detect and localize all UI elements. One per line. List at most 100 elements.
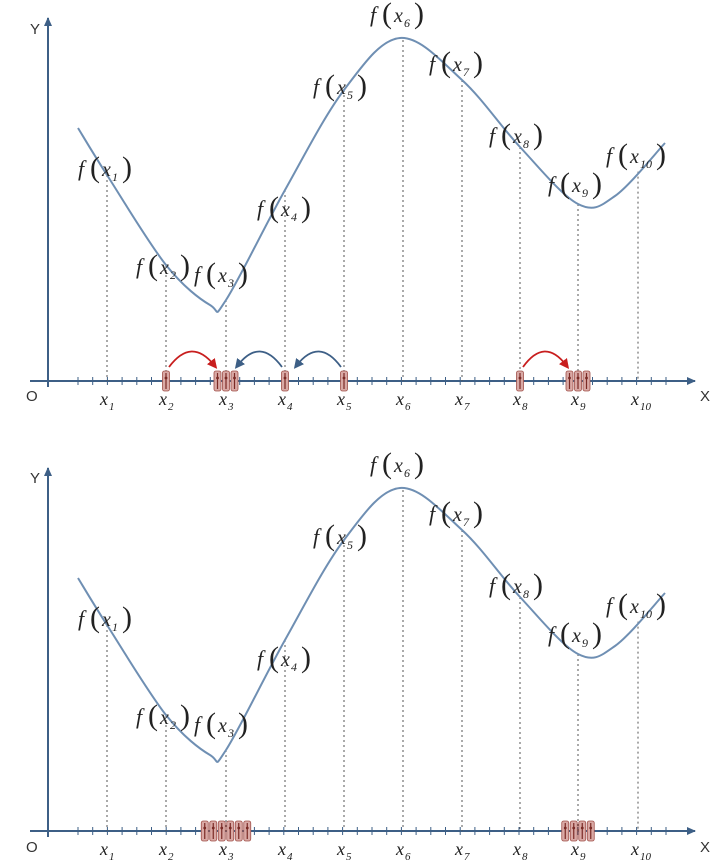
f-symbol: f	[257, 646, 266, 671]
x-subscript: 4	[291, 210, 297, 224]
particle-dot	[211, 826, 215, 830]
x-var: x	[512, 839, 521, 859]
particle-dot	[228, 826, 232, 830]
x-subscript: 2	[170, 268, 176, 282]
x-var: x	[512, 126, 522, 148]
x-var: x	[630, 839, 639, 859]
paren-open: (	[441, 496, 451, 529]
paren-close: )	[592, 617, 602, 650]
x-var: x	[571, 175, 581, 197]
paren-close: )	[357, 69, 367, 102]
paren-close: )	[473, 46, 483, 79]
x-subscript: 10	[640, 401, 652, 413]
x-subscript: 2	[170, 718, 176, 732]
paren-open: (	[441, 46, 451, 79]
f-symbol: f	[370, 452, 379, 477]
function-curve	[77, 36, 666, 313]
x-subscript: 1	[109, 401, 115, 413]
x-subscript: 9	[582, 186, 588, 200]
f-symbol: f	[370, 2, 379, 27]
x-var: x	[630, 389, 639, 409]
move-arrow-red	[522, 350, 570, 369]
paren-open: (	[618, 588, 628, 621]
particle-dot	[220, 826, 224, 830]
x-var: x	[101, 609, 111, 631]
x-var: x	[277, 839, 286, 859]
x-var: x	[393, 455, 403, 477]
x-var: x	[512, 389, 521, 409]
x-var: x	[218, 389, 227, 409]
particle-dot	[589, 826, 593, 830]
x-var: x	[336, 839, 345, 859]
paren-open: (	[382, 447, 392, 480]
paren-open: (	[269, 191, 279, 224]
particle-dot	[563, 826, 567, 830]
function-curve	[77, 486, 666, 763]
x-var: x	[452, 54, 462, 76]
x-var: x	[280, 199, 290, 221]
particle-dot	[237, 826, 241, 830]
f-symbol: f	[313, 524, 322, 549]
x-subscript: 8	[522, 401, 528, 413]
x-var: x	[336, 389, 345, 409]
f-symbol: f	[429, 51, 438, 76]
origin-label: O	[26, 839, 38, 856]
x-subscript: 7	[463, 65, 470, 79]
x-var: x	[218, 839, 227, 859]
paren-close: )	[180, 699, 190, 732]
paren-open: (	[90, 151, 100, 184]
particle-group	[200, 820, 252, 842]
f-symbol: f	[606, 143, 615, 168]
paren-close: )	[180, 249, 190, 282]
x-axis-label: X	[700, 839, 710, 856]
paren-close: )	[533, 568, 543, 601]
paren-close: )	[122, 601, 132, 634]
particle-group	[281, 370, 289, 392]
paren-close: )	[238, 257, 248, 290]
x-subscript: 8	[523, 587, 529, 601]
particle-dot	[224, 376, 228, 380]
x-var: x	[280, 649, 290, 671]
x-var: x	[277, 389, 286, 409]
x-var: x	[159, 707, 169, 729]
move-arrow-blue	[293, 350, 342, 369]
particle-dot	[283, 376, 287, 380]
particle-dot	[245, 826, 249, 830]
x-var: x	[158, 839, 167, 859]
x-var: x	[158, 389, 167, 409]
x-subscript: 5	[346, 851, 352, 863]
paren-open: (	[618, 138, 628, 171]
y-axis-label: Y	[30, 21, 40, 38]
paren-open: (	[325, 69, 335, 102]
x-var: x	[395, 389, 404, 409]
x-subscript: 1	[112, 620, 118, 634]
x-subscript: 4	[287, 401, 293, 413]
x-subscript: 8	[523, 137, 529, 151]
origin-label: O	[26, 388, 38, 405]
x-var: x	[99, 389, 108, 409]
paren-close: )	[357, 519, 367, 552]
x-var: x	[395, 839, 404, 859]
x-var: x	[454, 839, 463, 859]
particle-group	[340, 370, 348, 392]
particle-dot	[216, 376, 219, 380]
x-subscript: 3	[227, 276, 234, 290]
